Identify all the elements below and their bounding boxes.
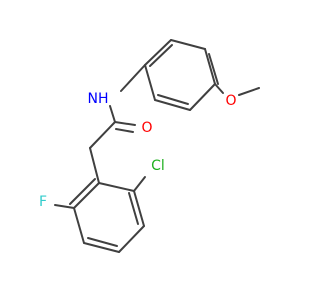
carbonyl-oxygen-label: O [141,120,152,136]
bond [115,128,134,133]
fluorine-label: F [39,194,47,210]
bond [128,192,139,225]
bond [69,178,96,205]
bond [54,204,75,209]
bond [204,48,216,85]
bond [89,147,100,184]
bond [87,237,118,247]
chlorine-label: Cl [151,158,165,174]
bond [98,182,135,192]
bond [149,44,173,67]
bond [170,39,206,50]
bond [118,225,145,253]
bond [214,83,224,94]
bond [144,64,156,101]
bond [133,190,145,227]
bond [120,64,146,92]
atom-labels: NH O O F Cl [39,91,237,210]
bond [157,94,189,105]
bonds [54,39,260,253]
bond [208,53,219,85]
methoxy-oxygen-label: O [225,93,236,109]
bond [154,99,191,111]
bond [109,105,116,123]
molecule-diagram: NH O O F Cl [39,39,260,253]
bond [83,242,120,253]
bond [133,176,146,192]
bond [238,87,260,96]
bond [114,121,136,126]
bond [89,121,116,149]
bond [144,39,172,66]
bond [73,207,85,244]
nh-label: NH [88,91,109,107]
bond [189,83,216,111]
bond [73,182,100,209]
